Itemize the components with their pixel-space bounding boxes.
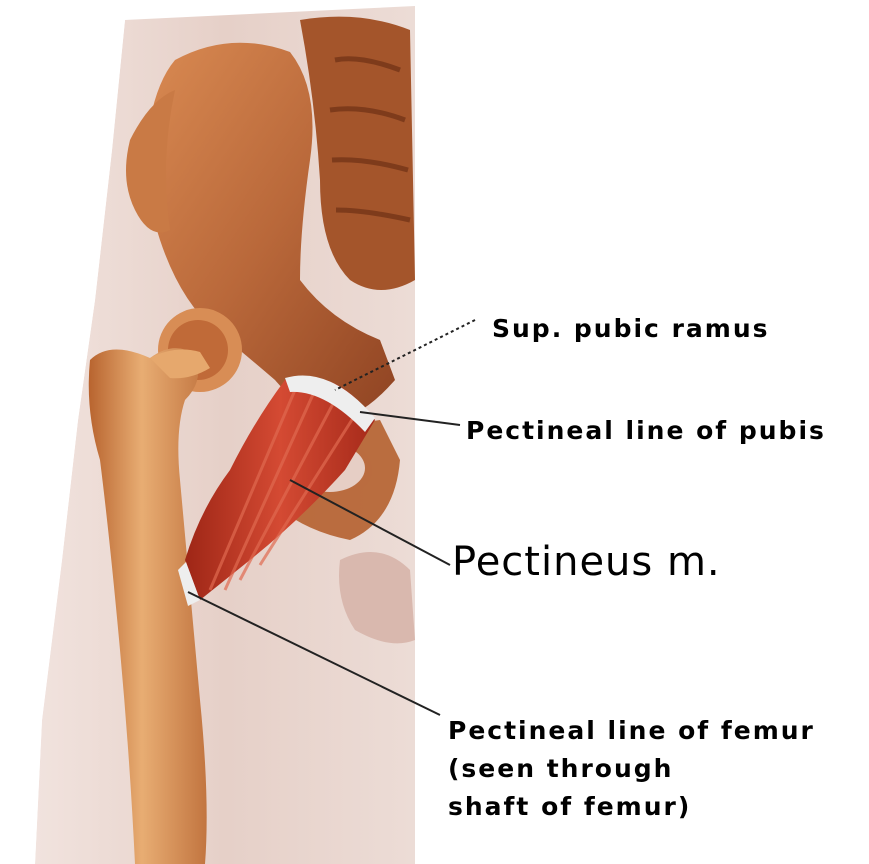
label-pectineus: Pectineus m. — [452, 542, 721, 582]
label-femur-line-3: shaft of femur) — [448, 788, 815, 826]
label-pectineal-line-femur: Pectineal line of femur (seen through sh… — [448, 712, 815, 826]
label-femur-line-2: (seen through — [448, 750, 815, 788]
label-pectineal-line-pubis: Pectineal line of pubis — [466, 418, 826, 443]
label-sup-pubic-ramus: Sup. pubic ramus — [492, 316, 770, 341]
label-femur-line-1: Pectineal line of femur — [448, 712, 815, 750]
